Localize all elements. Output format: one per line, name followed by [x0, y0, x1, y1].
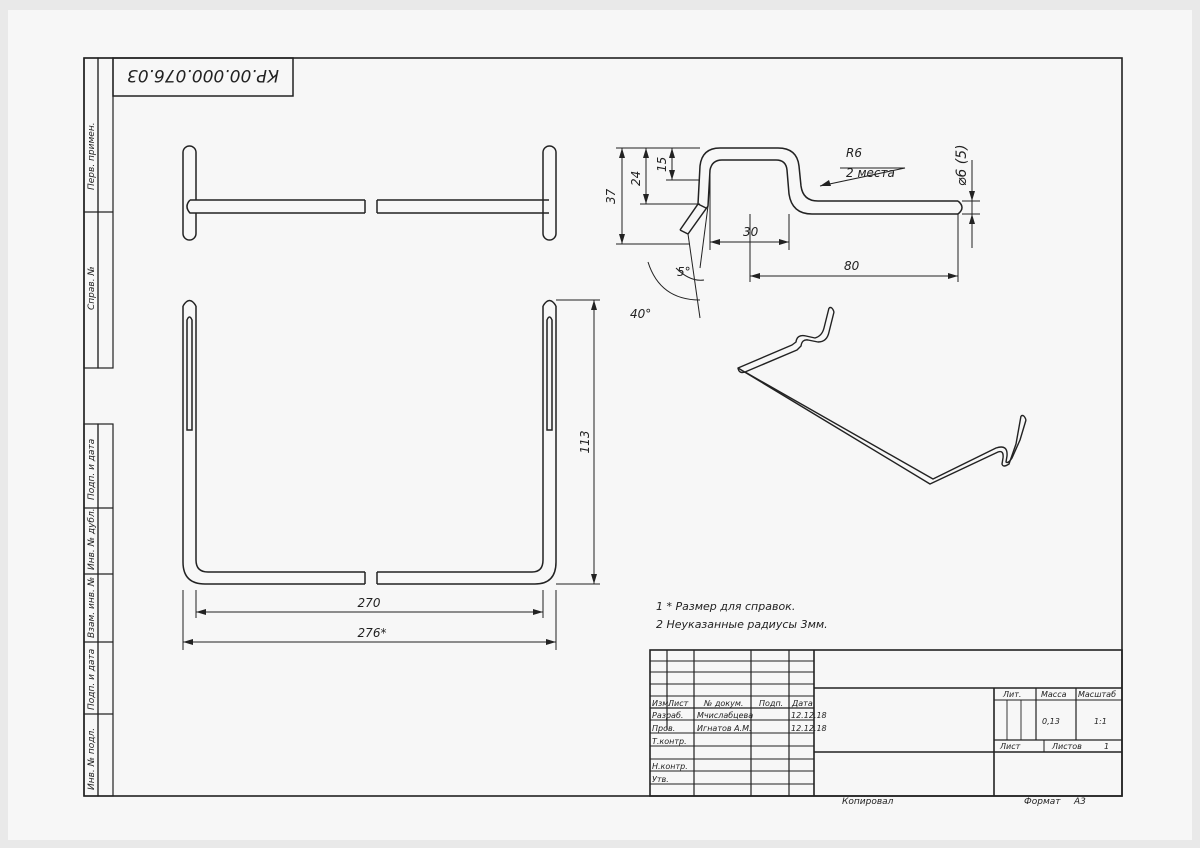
top-view: [182, 145, 557, 241]
paper: [8, 10, 1192, 840]
side-label-vzam: Взам. инв. №: [87, 577, 97, 638]
side-label-dubl: Инв. № дубл.: [87, 508, 97, 570]
tb-sheet-label: Лист: [999, 742, 1021, 751]
tb-header-doc: № докум.: [703, 699, 743, 708]
dim-width-outer: 276*: [358, 626, 387, 640]
footer-copied: Копировал: [842, 797, 894, 807]
note-2: 2 Неуказанные радиусы 3мм.: [656, 618, 828, 631]
tb-mass-label: Масса: [1041, 690, 1067, 699]
tb-date-prov: 12.12.18: [791, 724, 827, 733]
front-arrows: [183, 300, 597, 645]
dim-15: 15: [655, 157, 669, 172]
tb-mass-value: 0,13: [1042, 717, 1060, 726]
footer-format-value: А3: [1073, 797, 1086, 807]
footer-format-label: Формат: [1024, 797, 1061, 807]
isometric-view: [737, 306, 1027, 485]
tb-scale-label: Масштаб: [1078, 690, 1116, 699]
side-column: [83, 57, 114, 797]
dim-angle-40: 40°: [630, 307, 651, 321]
dim-24: 24: [629, 171, 643, 186]
tb-header-podp: Подп.: [759, 699, 783, 708]
tb-date-razrab: 12.12.18: [791, 711, 827, 720]
tb-role-nkontr: Н.контр.: [652, 762, 688, 771]
tb-role-prov: Пров.: [652, 724, 675, 733]
front-dimensions: [182, 299, 600, 650]
side-label-podp2: Подп. и дата: [87, 649, 97, 710]
dim-angle-5: 5°: [677, 265, 691, 279]
tb-header-izm: Изм.: [652, 699, 671, 708]
dim-height: 113: [578, 431, 592, 454]
tb-lit-label: Лит.: [1002, 690, 1021, 699]
tb-sheets-label: Листов: [1051, 742, 1082, 751]
tb-role-utv: Утв.: [652, 775, 669, 784]
side-profile: [679, 147, 963, 235]
designation-box: [112, 57, 294, 97]
tb-header-list: Лист: [667, 699, 689, 708]
tb-sheets-value: 1: [1104, 742, 1109, 751]
side-arrows: [619, 148, 975, 279]
title-block: [649, 649, 1123, 797]
side-label-perv: Перв. примен.: [87, 122, 97, 190]
note-1: 1 * Размер для справок.: [656, 600, 795, 613]
designation-text: КР.00.000.076.03: [127, 65, 279, 85]
dim-37: 37: [604, 188, 618, 204]
front-view: [182, 299, 557, 585]
side-label-podl: Инв. № подл.: [87, 728, 97, 790]
tb-role-tkontr: Т.контр.: [652, 737, 687, 746]
dim-diameter: ⌀6 (5): [954, 144, 970, 186]
tb-scale-value: 1:1: [1094, 717, 1107, 726]
tb-role-razrab: Разраб.: [652, 711, 683, 720]
dim-radius-note: 2 места: [846, 166, 895, 180]
tb-name-razrab: Мчислабцева: [697, 711, 753, 720]
side-dimensions: [616, 147, 980, 319]
side-label-podp1: Подп. и дата: [87, 439, 97, 500]
dim-80: 80: [844, 259, 860, 273]
dim-width-inner: 270: [358, 596, 381, 610]
dim-30: 30: [743, 225, 759, 239]
side-label-sprav: Справ. №: [87, 266, 97, 310]
dim-radius: R6: [846, 146, 862, 160]
tb-header-date: Дата: [791, 699, 813, 708]
tb-name-prov: Игнатов А.М.: [697, 724, 752, 733]
